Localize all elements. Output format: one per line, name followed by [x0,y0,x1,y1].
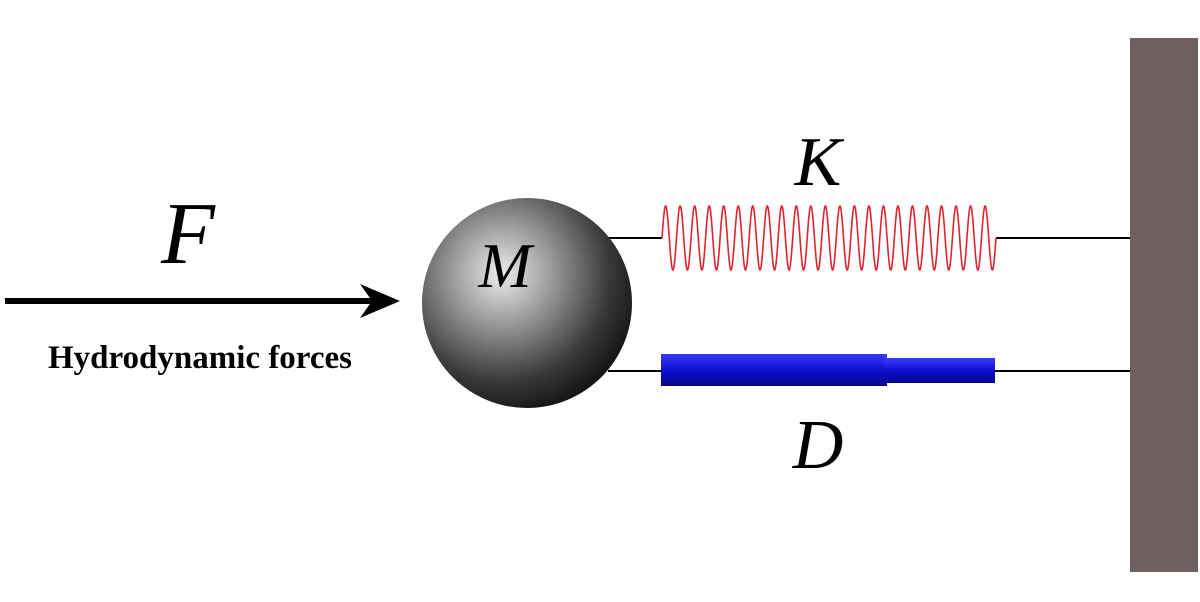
force-label: F [160,186,216,283]
fixed-wall [1130,38,1198,572]
damper-rod [884,358,995,383]
damper-label: D [792,407,844,484]
damper-cylinder [661,354,887,386]
force-caption: Hydrodynamic forces [48,340,352,376]
damper [661,354,995,386]
force-arrow-head [360,284,400,318]
spring-label: K [794,124,845,201]
spring-coil [661,205,997,271]
mass-sphere [422,198,632,408]
mass-label: M [477,230,535,301]
force-arrow [5,284,400,318]
